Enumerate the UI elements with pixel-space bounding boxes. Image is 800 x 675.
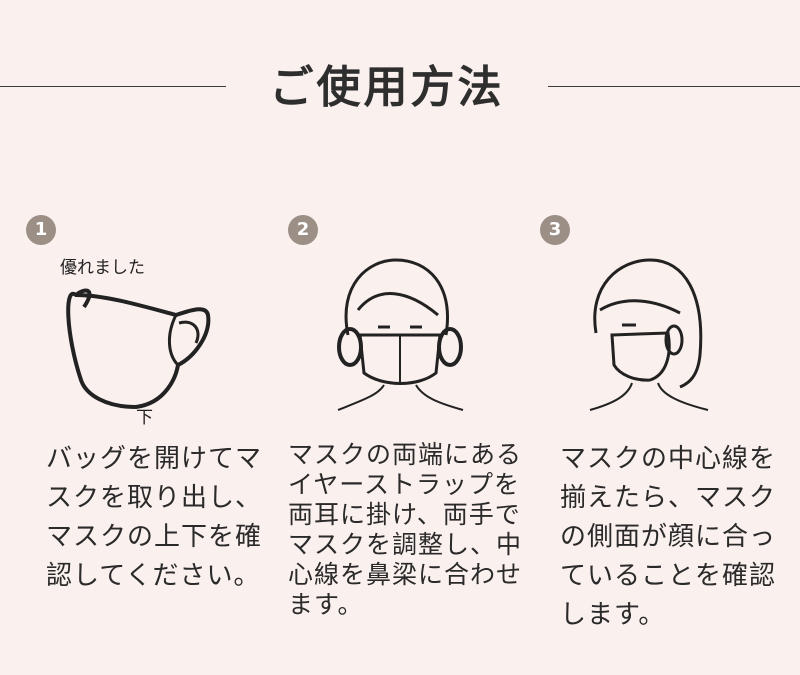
page-title: ご使用方法 <box>269 62 505 113</box>
mask-top-label: 優れました <box>60 258 145 278</box>
step-instruction: バッグを開けてマスクを取り出し、マスクの上下を確認してください。 <box>46 444 263 591</box>
step-number-badge: 2 <box>288 215 318 245</box>
mask-bottom-label: 下 <box>136 408 153 428</box>
step-number-badge: 1 <box>26 215 56 245</box>
title-rule-right <box>548 86 800 87</box>
step-instruction: マスクの両端にあるイヤーストラップを両耳に掛け、両手でマスクを調整し、中心線を鼻… <box>288 440 523 619</box>
step-number-badge: 3 <box>540 215 570 245</box>
title-rule-left <box>0 86 226 87</box>
face-side-with-mask-icon <box>589 258 709 411</box>
step-instruction: マスクの中心線を揃えたら、マスクの側面が顔に合っていることを確認します。 <box>560 444 777 630</box>
face-front-with-mask-icon <box>337 258 464 411</box>
mask-diagram-icon <box>66 288 211 410</box>
